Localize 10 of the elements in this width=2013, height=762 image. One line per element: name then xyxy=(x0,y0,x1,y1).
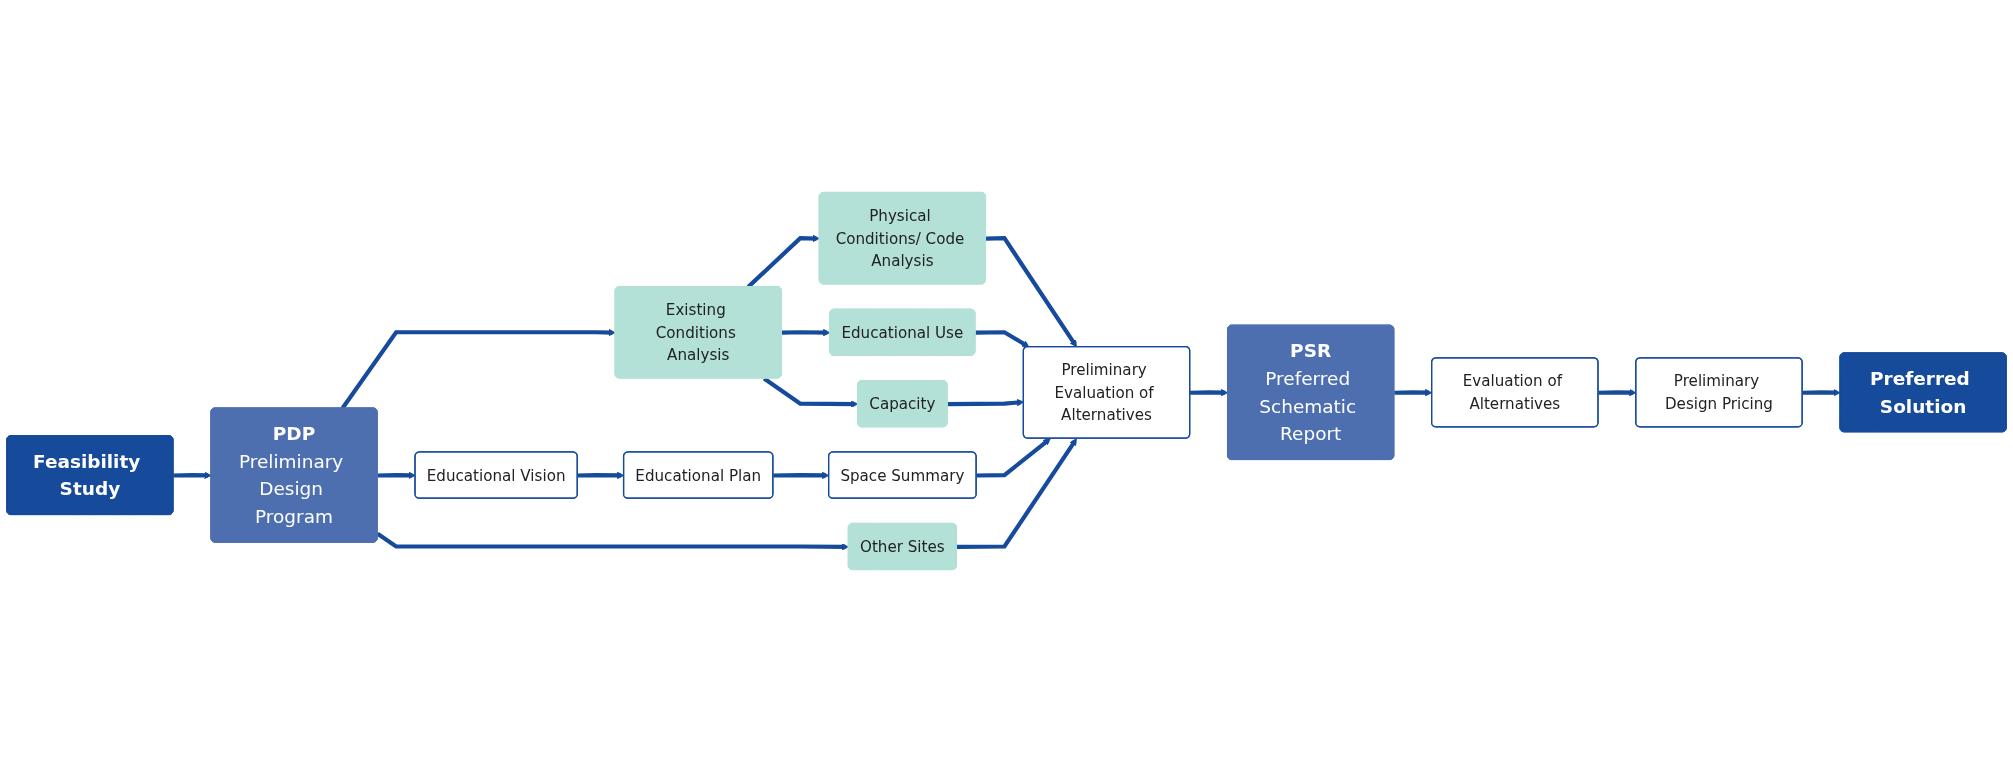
arrow xyxy=(1190,388,1229,397)
arrow xyxy=(377,471,416,480)
arrow xyxy=(781,328,831,337)
arrow xyxy=(976,438,1051,478)
arrow xyxy=(985,236,1077,348)
arrow xyxy=(956,438,1077,549)
arrow xyxy=(975,330,1030,348)
arrow xyxy=(376,531,850,551)
arrow xyxy=(1802,388,1841,397)
arrow xyxy=(173,471,212,480)
